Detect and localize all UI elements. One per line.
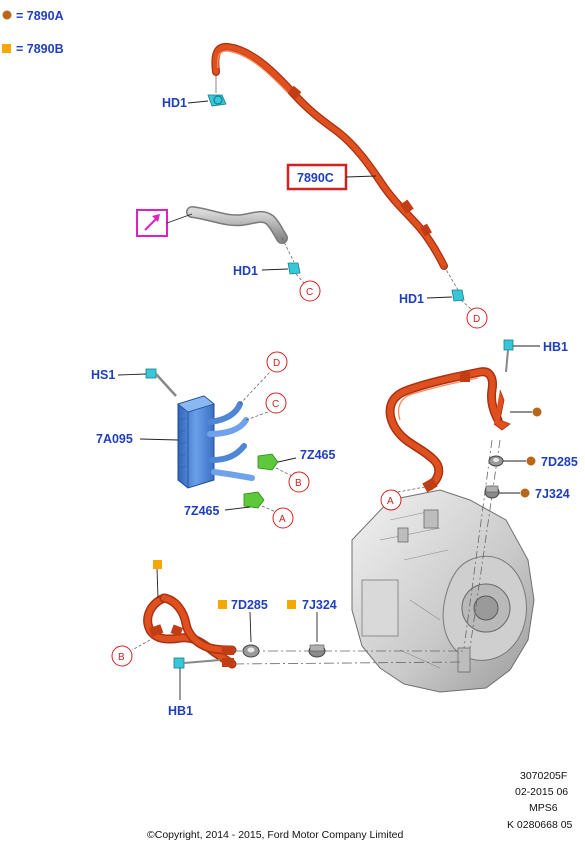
- legend-square-icon: [2, 44, 11, 53]
- hb1-bottom-clip-icon: [173, 657, 221, 669]
- footer-code-4: K 0280668 05: [507, 819, 573, 831]
- p7j324-right-label: 7J324: [535, 487, 570, 501]
- callout-c-cooler: [265, 392, 287, 414]
- legend-item-7890a: = 7890A: [16, 9, 64, 23]
- legend: = 7890A = 7890B: [2, 9, 64, 56]
- callout-a-cooler-text: A: [279, 514, 286, 525]
- p7d285-bottom-label: 7D285: [231, 598, 268, 612]
- hd1-right-clip-icon: [451, 289, 465, 302]
- callout-b-cooler: [288, 471, 310, 493]
- p7j324-bottom-label: 7J324: [302, 598, 337, 612]
- marker-7890a-icon-3: [520, 488, 530, 498]
- callout-b-bottom-text: B: [118, 652, 125, 663]
- footer: 3070205F 02-2015 06 MPS6 K 0280668 05 ©C…: [147, 770, 573, 841]
- marker-7890b-icon: [153, 560, 162, 569]
- callout-b-cooler-text: B: [295, 478, 302, 489]
- hb1-top-label: HB1: [543, 340, 568, 354]
- bottom-left-hose: [143, 593, 237, 669]
- hd1-mid-clip-icon: [287, 262, 301, 275]
- pointer-arrow-icon: [144, 214, 160, 231]
- hd1-top-clip-icon: [207, 76, 227, 107]
- marker-7890a-icon: [532, 407, 542, 417]
- callout-c-mid: [299, 280, 321, 302]
- fitting-7j324-right-icon: [484, 485, 500, 499]
- marker-7890a-icon-2: [526, 456, 536, 466]
- hs1-bolt-icon: [145, 368, 177, 397]
- callout-d-right-text: D: [473, 314, 480, 325]
- right-hose: [385, 367, 511, 493]
- hb1-top-clip-icon: [503, 339, 514, 373]
- legend-item-7890b: = 7890B: [16, 42, 64, 56]
- callout-c-mid-text: C: [306, 287, 313, 298]
- marker-7890b-icon-3: [287, 600, 296, 609]
- callout-d-cooler: [266, 351, 288, 373]
- p7a095-label: 7A095: [96, 432, 133, 446]
- hd1-top-label: HD1: [162, 96, 187, 110]
- marker-7890b-icon-2: [218, 600, 227, 609]
- hd1-mid-label: HD1: [233, 264, 258, 278]
- p7z465-a-label: 7Z465: [184, 504, 219, 518]
- footer-code-1: 3070205F: [520, 770, 567, 782]
- footer-code-3: MPS6: [529, 802, 558, 814]
- p7d285-right-label: 7D285: [541, 455, 578, 469]
- oil-cooler-7a095: [177, 395, 255, 489]
- callout-b-bottom: [111, 645, 133, 667]
- fitting-7j324-bottom-icon: [308, 644, 326, 658]
- callout-c-cooler-text: C: [272, 399, 279, 410]
- clamp-7z465-a-icon: [243, 491, 265, 509]
- legend-circle-icon: [2, 10, 12, 20]
- fitting-7d285-bottom-icon: [242, 644, 260, 658]
- hs1-label: HS1: [91, 368, 115, 382]
- transmission-assembly: [351, 489, 535, 693]
- callout-d-cooler-text: D: [273, 358, 280, 369]
- hb1-bottom-label: HB1: [168, 704, 193, 718]
- fitting-7d285-right-icon: [488, 455, 504, 467]
- upper-hose-7890c: [211, 42, 448, 270]
- copyright-text: ©Copyright, 2014 - 2015, Ford Motor Comp…: [147, 829, 404, 841]
- callout-a-hose: [380, 489, 402, 511]
- p7z465-b-label: 7Z465: [300, 448, 335, 462]
- part-7890c-label: 7890C: [297, 171, 334, 185]
- grey-pipe: [186, 206, 288, 244]
- clamp-7z465-b-icon: [257, 453, 279, 471]
- hd1-right-label: HD1: [399, 292, 424, 306]
- callout-a-cooler: [272, 507, 294, 529]
- callout-d-right: [466, 307, 488, 329]
- footer-code-2: 02-2015 06: [515, 786, 568, 798]
- callout-a-hose-text: A: [387, 496, 394, 507]
